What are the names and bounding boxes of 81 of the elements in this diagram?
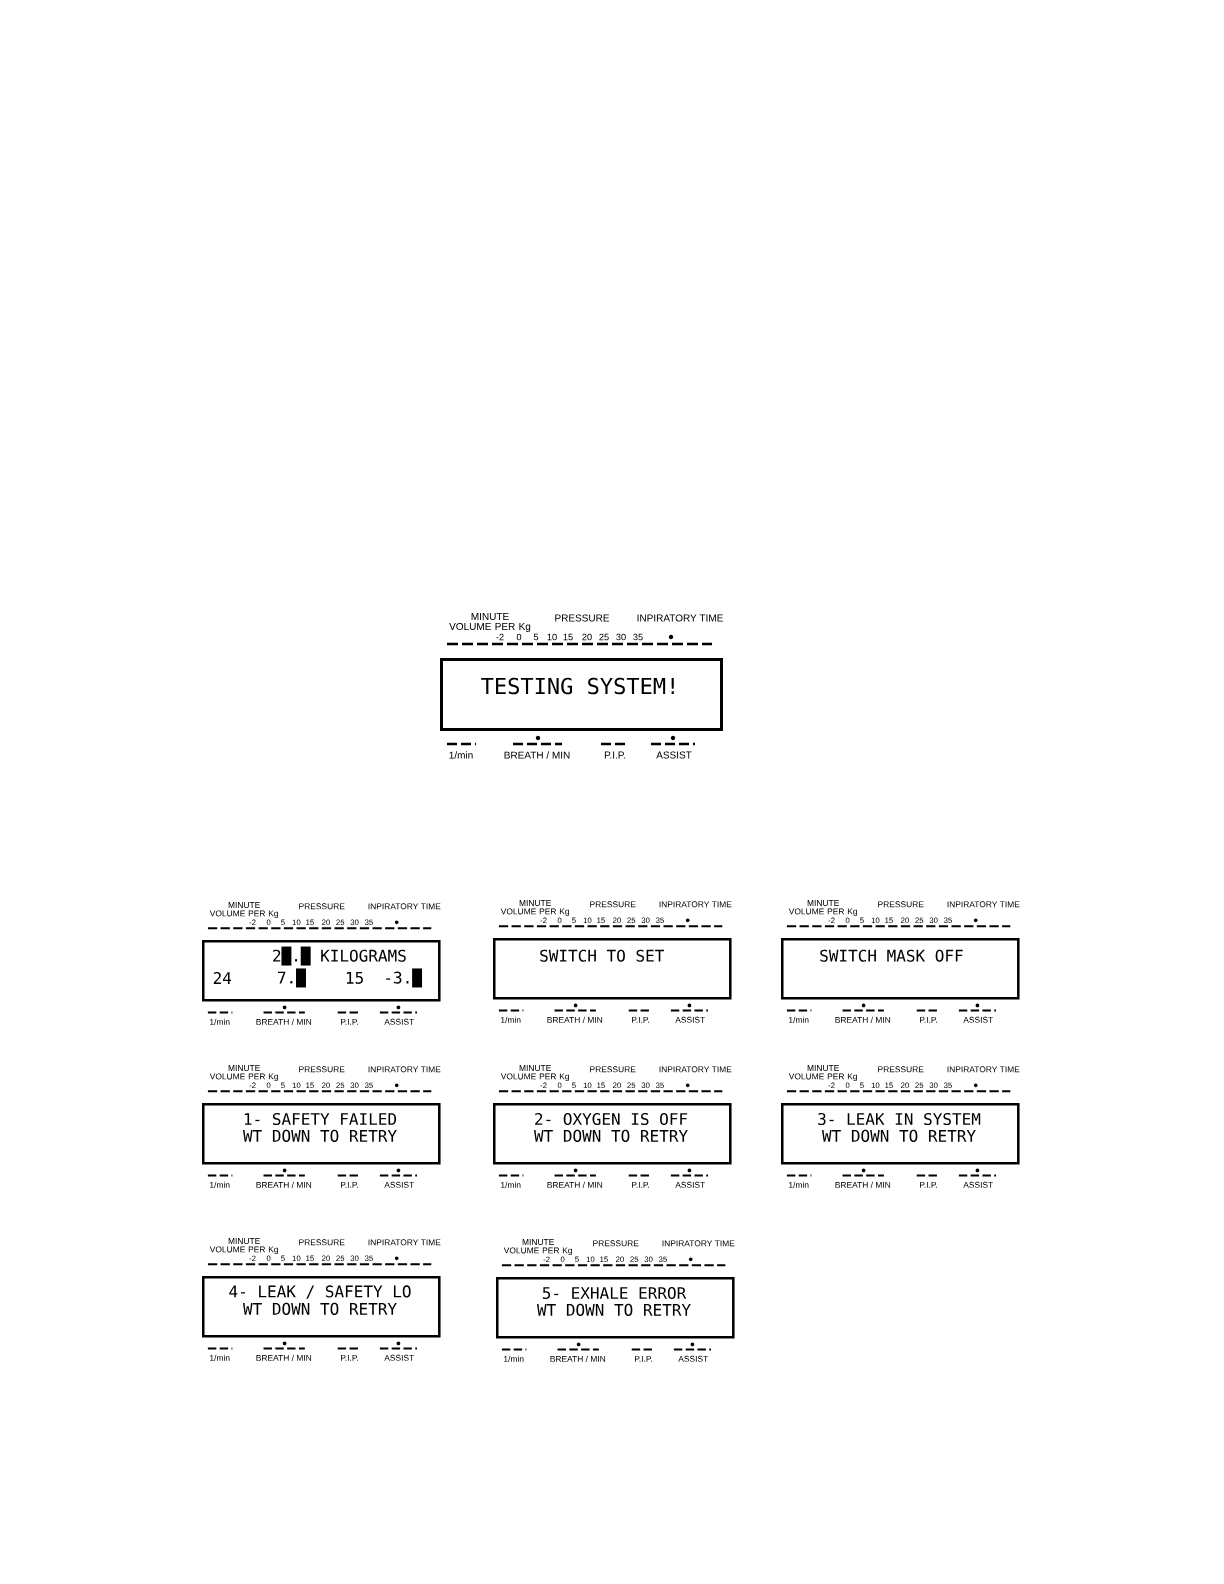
scale-label: PRESSURE	[878, 1066, 924, 1073]
unit-label: P.I.P.	[632, 1016, 649, 1023]
unit-label: P.I.P.	[920, 1181, 937, 1188]
unit-label: ASSIST	[963, 1181, 994, 1188]
unit-label: BREATH / MIN	[547, 1181, 603, 1188]
unit-label: P.I.P.	[920, 1016, 937, 1023]
unit-label: P.I.P.	[341, 1354, 358, 1361]
lcd-display: 5- EXHALE ERROR WT DOWN TO RETRY	[496, 1277, 735, 1339]
lcd-display: 3- LEAK IN SYSTEM WT DOWN TO RETRY	[781, 1103, 1020, 1165]
unit-label: 1/min	[789, 1016, 809, 1023]
scale-number: 35	[633, 633, 643, 641]
scale-label: PRESSURE	[590, 1066, 636, 1073]
scale-number: -2	[496, 633, 504, 641]
scale-number: 15	[563, 633, 573, 641]
scale-label: MINUTE VOLUME PER Kg	[449, 613, 531, 632]
unit-label: 1/min	[501, 1181, 521, 1188]
scale-label: MINUTE VOLUME PER Kg	[503, 1239, 572, 1256]
unit-label: P.I.P.	[632, 1181, 649, 1188]
unit-label: ASSIST	[384, 1181, 415, 1188]
unit-label: ASSIST	[384, 1354, 415, 1361]
scale-label: MINUTE VOLUME PER Kg	[209, 1065, 278, 1082]
scale-label: PRESSURE	[878, 901, 924, 908]
scale-label: INPIRATORY TIME	[947, 901, 1020, 908]
scale-label: MINUTE VOLUME PER Kg	[788, 900, 857, 917]
scale-label: PRESSURE	[590, 901, 636, 908]
scale-label: MINUTE VOLUME PER Kg	[209, 1238, 278, 1255]
lcd-display: SWITCH TO SET	[493, 938, 732, 1000]
unit-label: ASSIST	[963, 1016, 994, 1023]
unit-label: 1/min	[210, 1181, 230, 1188]
unit-label: P.I.P.	[341, 1181, 358, 1188]
unit-label: BREATH / MIN	[550, 1355, 606, 1362]
unit-label: BREATH / MIN	[547, 1016, 603, 1023]
scale-label: INPIRATORY TIME	[368, 903, 441, 910]
scale-label: MINUTE VOLUME PER Kg	[500, 1065, 569, 1082]
unit-label: 1/min	[449, 751, 473, 759]
unit-label: BREATH / MIN	[504, 751, 570, 759]
unit-label: ASSIST	[384, 1018, 415, 1025]
unit-label: 1/min	[501, 1016, 521, 1023]
scale-label: MINUTE VOLUME PER Kg	[788, 1065, 857, 1082]
unit-label: P.I.P.	[604, 751, 626, 759]
unit-label: ASSIST	[678, 1355, 709, 1362]
unit-label: 1/min	[789, 1181, 809, 1188]
scale-label: MINUTE VOLUME PER Kg	[500, 900, 569, 917]
scale-label: PRESSURE	[299, 1066, 345, 1073]
scale-label: PRESSURE	[593, 1240, 639, 1247]
scale-label: INPIRATORY TIME	[637, 614, 723, 622]
scale-number: 5	[533, 633, 539, 641]
lcd-display: TESTING SYSTEM!	[440, 658, 723, 731]
unit-label: BREATH / MIN	[835, 1181, 891, 1188]
unit-label: 1/min	[210, 1018, 230, 1025]
scale-label: INPIRATORY TIME	[368, 1066, 441, 1073]
scale-label: PRESSURE	[555, 614, 610, 622]
unit-label: BREATH / MIN	[256, 1181, 312, 1188]
unit-label: ASSIST	[675, 1016, 706, 1023]
scale-label: PRESSURE	[299, 1239, 345, 1246]
unit-label: ASSIST	[675, 1181, 706, 1188]
unit-label: 1/min	[504, 1355, 524, 1362]
scale-label: INPIRATORY TIME	[662, 1240, 735, 1247]
unit-label: P.I.P.	[635, 1355, 652, 1362]
unit-label: 1/min	[210, 1354, 230, 1361]
scale-label: PRESSURE	[299, 903, 345, 910]
scale-number: 0	[516, 633, 522, 641]
scale-label: MINUTE VOLUME PER Kg	[209, 902, 278, 919]
scale-label: INPIRATORY TIME	[947, 1066, 1020, 1073]
lcd-display: 2- OXYGEN IS OFF WT DOWN TO RETRY	[493, 1103, 732, 1165]
scale-label: INPIRATORY TIME	[659, 1066, 732, 1073]
scale-number: 25	[599, 633, 609, 641]
lcd-display: SWITCH MASK OFF	[781, 938, 1020, 1000]
scale-number: 20	[582, 633, 592, 641]
lcd-display: 4- LEAK / SAFETY LO WT DOWN TO RETRY	[202, 1276, 441, 1338]
unit-label: P.I.P.	[341, 1018, 358, 1025]
scale-label: INPIRATORY TIME	[368, 1239, 441, 1246]
lcd-display: 1- SAFETY FAILED WT DOWN TO RETRY	[202, 1103, 441, 1165]
scale-number: 30	[616, 633, 626, 641]
scale-number: 10	[547, 633, 557, 641]
scale-label: INPIRATORY TIME	[659, 901, 732, 908]
unit-label: ASSIST	[656, 751, 692, 759]
unit-label: BREATH / MIN	[256, 1018, 312, 1025]
unit-label: BREATH / MIN	[256, 1354, 312, 1361]
lcd-display: 2█.█ KILOGRAMS 24 7.█ 15 -3.█	[202, 940, 441, 1002]
unit-label: BREATH / MIN	[835, 1016, 891, 1023]
